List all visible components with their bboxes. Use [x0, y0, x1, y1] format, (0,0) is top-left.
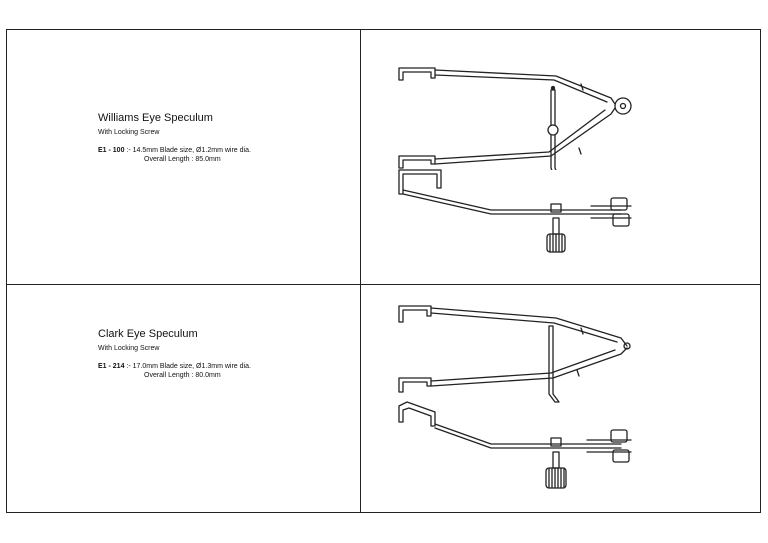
product-subtitle: With Locking Screw [98, 129, 160, 136]
product-length: Overall Length : 85.0mm [144, 156, 221, 163]
product-subtitle: With Locking Screw [98, 345, 160, 352]
product-spec: E1 - 100 :- 14.5mm Blade size, Ø1.2mm wi… [98, 146, 251, 164]
product-length: Overall Length : 80.0mm [144, 372, 221, 379]
williams-speculum-side-view [398, 169, 632, 253]
product-clark-text: Clark Eye Speculum With Locking Screw E1… [98, 328, 251, 380]
clark-speculum-side-view [398, 401, 632, 489]
catalog-sheet: Williams Eye Speculum With Locking Screw… [6, 29, 761, 513]
product-code: E1 - 214 [98, 363, 125, 370]
product-title: Clark Eye Speculum [98, 328, 198, 340]
product-title: Williams Eye Speculum [98, 112, 213, 124]
product-spec-text: :- 17.0mm Blade size, Ø1.3mm wire dia. [126, 363, 251, 370]
product-spec: E1 - 214 :- 17.0mm Blade size, Ø1.3mm wi… [98, 362, 251, 380]
column-divider [360, 30, 362, 512]
product-code: E1 - 100 [98, 147, 125, 154]
row-divider [7, 284, 760, 286]
product-spec-text: :- 14.5mm Blade size, Ø1.2mm wire dia. [126, 147, 251, 154]
williams-speculum-top-view [398, 67, 632, 170]
product-williams-text: Williams Eye Speculum With Locking Screw… [98, 112, 251, 164]
clark-speculum-top-view [398, 305, 631, 403]
